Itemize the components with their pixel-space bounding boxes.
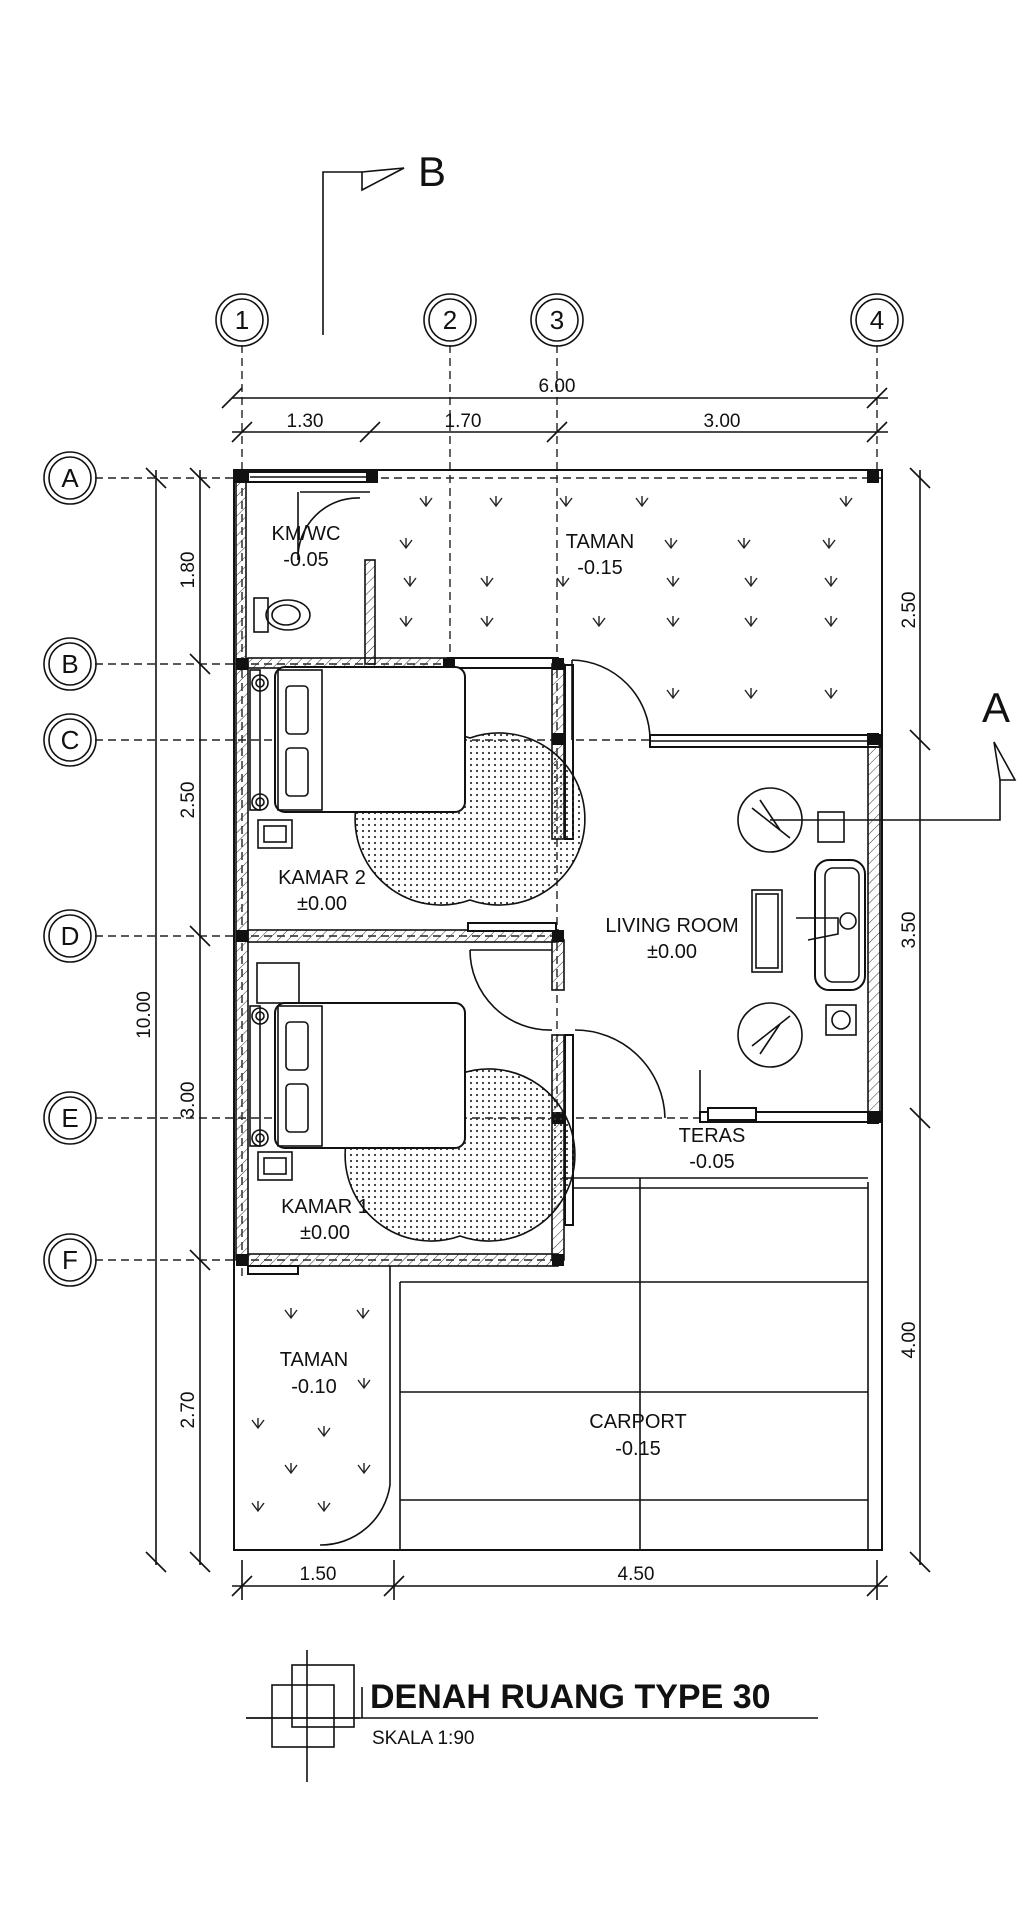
grid-bubble-3: 3 — [530, 293, 584, 347]
svg-text:D: D — [61, 921, 80, 951]
room-taman-top-name: TAMAN — [566, 531, 635, 553]
doors — [297, 492, 701, 1119]
room-taman-top-level: -0.15 — [577, 557, 623, 579]
room-taman-bottom-name: TAMAN — [280, 1349, 349, 1371]
title-symbol-icon — [246, 1650, 360, 1782]
room-kamar1-level: ±0.00 — [300, 1222, 350, 1244]
armchair-icon — [737, 1002, 803, 1068]
room-taman-bottom-level: -0.10 — [291, 1376, 337, 1398]
grid-bubble-b: B — [43, 637, 97, 691]
room-kmwc-level: -0.05 — [283, 549, 329, 571]
dim-left-ab: 1.80 — [178, 552, 199, 589]
room-kmwc-name: KM/WC — [272, 523, 341, 545]
grid-bubble-c: C — [43, 713, 97, 767]
phone-icon — [817, 811, 845, 843]
room-carport-name: CARPORT — [589, 1411, 686, 1433]
dim-right-2: 3.50 — [899, 912, 920, 949]
room-teras-name: TERAS — [679, 1125, 746, 1147]
svg-text:E: E — [61, 1103, 78, 1133]
svg-text:1: 1 — [235, 305, 249, 335]
svg-text:2: 2 — [443, 305, 457, 335]
room-carport-level: -0.15 — [615, 1438, 661, 1460]
title-scale: SKALA 1:90 — [372, 1728, 474, 1749]
svg-text:F: F — [62, 1245, 78, 1275]
svg-text:4: 4 — [870, 305, 884, 335]
svg-text:C: C — [61, 725, 80, 755]
section-marker-a: A — [770, 684, 1017, 821]
dim-left-bd: 2.50 — [178, 782, 199, 819]
svg-text:A: A — [61, 463, 79, 493]
dim-left-df: 3.00 — [178, 1082, 199, 1119]
room-labels: KM/WC -0.05 TAMAN -0.15 KAMAR 2 ±0.00 LI… — [272, 523, 746, 1460]
cabinet-icon — [256, 962, 300, 1004]
grid-row-bubbles: A B C D E F — [43, 451, 97, 1287]
dim-bottom-1: 1.50 — [300, 1564, 337, 1585]
title-main: DENAH RUANG TYPE 30 — [370, 1678, 771, 1716]
nightstand-icon — [257, 819, 293, 849]
room-teras-level: -0.05 — [689, 1151, 735, 1173]
dimension-texts: 6.00 1.30 1.70 3.00 10.00 1.80 2.50 3.00… — [134, 376, 920, 1585]
person-icon — [796, 912, 857, 941]
bed-icon — [274, 1002, 466, 1149]
room-living-level: ±0.00 — [647, 941, 697, 963]
dim-right-1: 2.50 — [899, 592, 920, 629]
grid-column-bubbles: 1 2 3 4 — [215, 293, 904, 347]
section-marker-b: B — [322, 148, 446, 335]
walls — [233, 469, 883, 1551]
dim-top-2: 1.70 — [445, 411, 482, 432]
toilet-icon — [253, 597, 311, 633]
room-kamar2-name: KAMAR 2 — [278, 867, 366, 889]
dim-top-1: 1.30 — [287, 411, 324, 432]
svg-text:B: B — [61, 649, 78, 679]
bed-icon — [274, 666, 466, 813]
grid-bubble-2: 2 — [423, 293, 477, 347]
grid-bubble-e: E — [43, 1091, 97, 1145]
title-block: DENAH RUANG TYPE 30 SKALA 1:90 — [246, 1650, 818, 1782]
armchair-icon — [737, 787, 803, 853]
coffee-table-icon — [751, 889, 783, 973]
room-living-name: LIVING ROOM — [605, 915, 738, 937]
dim-left-total: 10.00 — [134, 991, 155, 1039]
section-label-a: A — [982, 684, 1010, 731]
taman-bottom-area — [251, 1266, 391, 1546]
grid-bubble-d: D — [43, 909, 97, 963]
living-room-furniture — [737, 787, 866, 1068]
dim-right-3: 4.00 — [899, 1322, 920, 1359]
kamar2-furniture — [249, 666, 586, 906]
dim-top-total: 6.00 — [539, 376, 576, 397]
room-kamar1-name: KAMAR 1 — [281, 1196, 369, 1218]
carport-paving — [399, 1177, 869, 1550]
kamar1-furniture — [249, 962, 576, 1242]
section-label-b: B — [418, 148, 446, 195]
grid-bubble-4: 4 — [850, 293, 904, 347]
grid-bubble-f: F — [43, 1233, 97, 1287]
lamp-icon — [825, 1004, 857, 1036]
taman-top-plants — [399, 496, 853, 700]
dimension-lines — [145, 387, 931, 1600]
dim-top-3: 3.00 — [704, 411, 741, 432]
dim-bottom-2: 4.50 — [618, 1564, 655, 1585]
grid-bubble-1: 1 — [215, 293, 269, 347]
grid-bubble-a: A — [43, 451, 97, 505]
dim-left-garden: 2.70 — [178, 1392, 199, 1429]
sofa-icon — [814, 859, 866, 991]
svg-text:3: 3 — [550, 305, 564, 335]
room-kamar2-level: ±0.00 — [297, 893, 347, 915]
nightstand-icon — [257, 1151, 293, 1181]
